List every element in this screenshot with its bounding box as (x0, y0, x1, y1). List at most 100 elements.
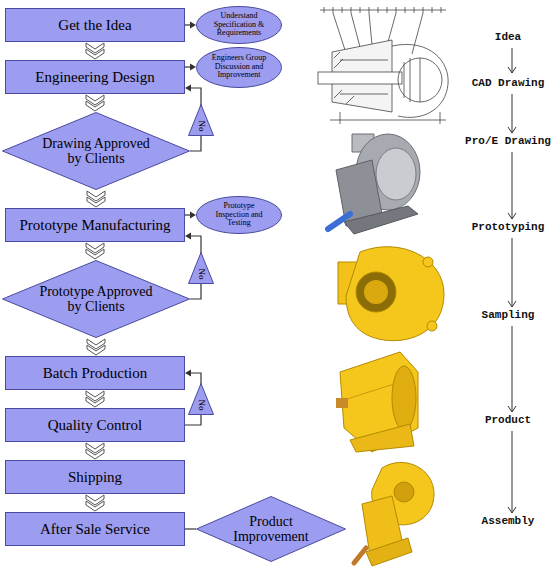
volute-casing-part (346, 247, 444, 341)
cad-drawing-part (330, 112, 446, 124)
connector-line (185, 528, 196, 529)
connector (86, 391, 104, 407)
tag-triangle (189, 384, 214, 415)
pro-e-model-part (328, 214, 350, 229)
shape-outline (3, 261, 190, 338)
process-box: Get the Idea (5, 8, 185, 42)
stage-arrows-part (508, 152, 516, 219)
node-text: Understand Specification & Requirements (208, 12, 270, 38)
shape-outline (6, 209, 185, 242)
process-box: Shipping (5, 460, 185, 494)
flow-chevron (87, 197, 105, 207)
process-box: Quality Control (5, 408, 185, 442)
pump-assembly-part (354, 548, 366, 563)
shape-outline (197, 497, 346, 562)
volute-casing (338, 247, 444, 341)
cad-drawing-part (398, 58, 442, 102)
stage-label: Prototyping (472, 221, 545, 234)
volute-casing-part (356, 272, 396, 312)
flow-chevron (86, 449, 104, 459)
cad-drawing (318, 7, 448, 124)
shape-outline (197, 47, 282, 87)
stage-arrows (508, 48, 516, 513)
arrowhead (190, 22, 196, 29)
connector (185, 22, 196, 29)
shape-outline (6, 461, 185, 494)
edge-label: No (197, 268, 206, 279)
cad-drawing-part (404, 58, 420, 102)
bearing-housing-part (344, 384, 394, 400)
node-text: Drawing Approved by Clients (36, 136, 156, 167)
connector-line (185, 66, 190, 67)
shape-outline (6, 9, 185, 42)
decision-diamond: Product Improvement (196, 496, 346, 562)
node-text: Batch Production (43, 365, 148, 382)
stage-label: Product (485, 414, 531, 427)
shape-outline (6, 357, 185, 390)
pro-e-model-part (344, 206, 418, 234)
stage-label: Idea (495, 31, 521, 44)
edge-label: No (197, 400, 206, 411)
connector (86, 443, 104, 459)
bearing-housing-part (340, 352, 418, 452)
bearing-housing (336, 352, 418, 452)
process-box: After Sale Service (5, 512, 185, 546)
cad-drawing-part (320, 10, 446, 11)
connector-line (185, 214, 190, 215)
bearing-housing-part (350, 424, 414, 452)
cad-drawing-part (318, 72, 402, 84)
pump-assembly-part (366, 538, 412, 566)
node-text: Quality Control (48, 417, 143, 434)
cad-drawing-part (324, 7, 441, 13)
stage-arrows-part (508, 238, 516, 307)
stage-arrows-part (508, 326, 516, 412)
connector (185, 529, 196, 530)
arrowhead (190, 64, 196, 71)
node-text: Get the Idea (58, 17, 131, 34)
process-box: Batch Production (5, 356, 185, 390)
volute-casing-part (364, 280, 388, 304)
volute-casing-part (427, 321, 437, 331)
flow-chevron (86, 501, 104, 511)
decision-diamond: Drawing Approved by Clients (2, 112, 190, 190)
stage-label: Sampling (482, 309, 535, 322)
connector (87, 339, 105, 355)
node-text: After Sale Service (40, 521, 150, 538)
tag-triangle (189, 104, 214, 135)
shape-outline (3, 113, 190, 190)
shape-outline (6, 61, 185, 94)
note-ellipse: Engineers Group Discussion and Improveme… (196, 47, 282, 88)
bearing-housing-part (392, 366, 416, 430)
flow-chevron (86, 101, 104, 111)
shape-outline (6, 513, 185, 546)
connector (86, 243, 104, 259)
flow-chevron (86, 49, 104, 59)
connector-line (185, 24, 190, 25)
edge-label: No (197, 120, 206, 131)
decision-diamond: Prototype Approved by Clients (2, 260, 190, 338)
flow-chevron (87, 345, 105, 355)
shape-outline (6, 409, 185, 442)
connector (86, 43, 104, 59)
node-text: Engineers Group Discussion and Improveme… (208, 54, 270, 80)
process-box: Engineering Design (5, 60, 185, 94)
pump-assembly (354, 462, 434, 566)
node-text: Product Improvement (223, 514, 319, 545)
pump-assembly-part (394, 482, 414, 502)
note-ellipse: Understand Specification & Requirements (196, 6, 282, 44)
arrowhead (190, 212, 196, 219)
pro-e-model-part (376, 148, 416, 200)
edge-tag: No (188, 252, 214, 284)
node-text: Engineering Design (35, 69, 155, 86)
stage-arrows-part (508, 94, 516, 133)
connector (87, 191, 105, 207)
edge-tag: No (188, 104, 214, 136)
stage-arrows-part (508, 431, 516, 513)
connector (185, 212, 196, 219)
node-text: Prototype Inspection and Testing (208, 202, 270, 228)
connector (185, 64, 196, 71)
arrowhead (185, 233, 191, 240)
connector (86, 495, 104, 511)
flow-chevron (86, 397, 104, 407)
